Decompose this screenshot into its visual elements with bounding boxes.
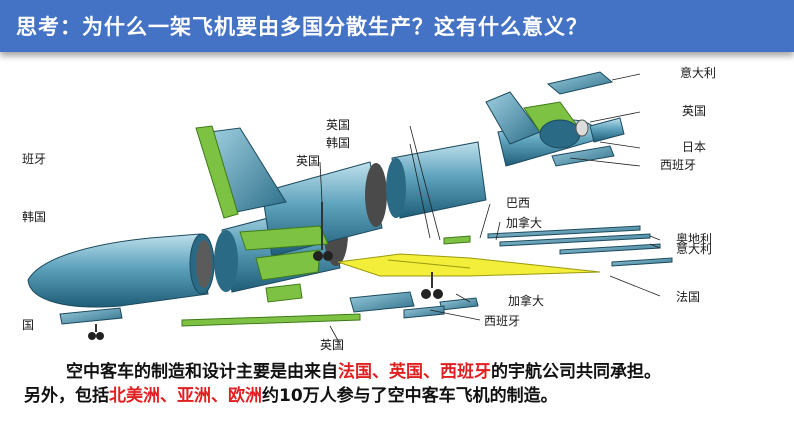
- label-canada-mid: 加拿大: [506, 216, 543, 230]
- nose-section: [27, 233, 215, 308]
- label-uk-mid: 英国: [326, 118, 351, 132]
- landing-gear: [88, 202, 443, 340]
- wing-box: [239, 225, 329, 303]
- caption-line-1: 空中客车的制造和设计主要是由来自法国、英国、西班牙的宇航公司共同承担。: [24, 360, 784, 384]
- vertical-stabilizer: [195, 125, 287, 219]
- label-austria: 奥地利: [676, 232, 713, 246]
- caption-line1-a: 空中客车的制造和设计主要是由来自: [66, 362, 338, 382]
- exploded-airplane-diagram: 意大利 英国 日本 西班牙 英国 韩国 英国 班牙 韩国 巴西 加拿大 奥地利 …: [0, 62, 794, 352]
- engine-top: [539, 117, 625, 167]
- label-spain-bottom: 西班牙: [484, 314, 521, 328]
- caption-line-2: 另外，包括北美洲、亚洲、欧洲约10万人参与了空中客车飞机的制造。: [24, 384, 784, 408]
- leader-lines: [319, 73, 661, 345]
- label-canada-low: 加拿大: [508, 294, 545, 308]
- label-china-left: 国: [22, 318, 35, 332]
- label-uk-left: 英国: [296, 154, 321, 168]
- caption-line1-countries: 法国、英国、西班牙: [338, 362, 491, 382]
- caption-line1-c: 的宇航公司共同承担。: [491, 362, 661, 382]
- airplane-illustration: [27, 71, 673, 345]
- label-uk-top: 英国: [682, 104, 707, 118]
- slide-title: 思考：为什么一架飞机要由多国分散生产？这有什么意义？: [16, 15, 588, 39]
- label-france: 法国: [676, 290, 701, 304]
- label-korea-mid: 韩国: [326, 136, 351, 150]
- caption-line2-continents: 北美洲、亚洲、欧洲: [109, 386, 262, 406]
- caption-line2-c: 约10万人参与了空中客车飞机的制造。: [262, 386, 558, 406]
- label-spain-right: 西班牙: [660, 158, 697, 172]
- label-italy-top: 意大利: [680, 66, 717, 80]
- wing-slats: [181, 225, 673, 327]
- label-spain-left: 班牙: [22, 152, 47, 166]
- label-uk-bottom: 英国: [320, 338, 345, 352]
- label-brazil: 巴西: [506, 196, 531, 210]
- caption: 空中客车的制造和设计主要是由来自法国、英国、西班牙的宇航公司共同承担。 另外，包…: [24, 360, 784, 408]
- title-bar: 思考：为什么一架飞机要由多国分散生产？这有什么意义？: [0, 0, 794, 52]
- rear-fuselage: [386, 141, 487, 219]
- label-italy-right: 意大利: [676, 242, 713, 256]
- caption-line2-a: 另外，包括: [24, 386, 109, 406]
- tail-fin: [485, 71, 614, 145]
- label-korea-left: 韩国: [22, 210, 47, 224]
- label-japan: 日本: [682, 140, 707, 154]
- yellow-wing: [337, 253, 601, 277]
